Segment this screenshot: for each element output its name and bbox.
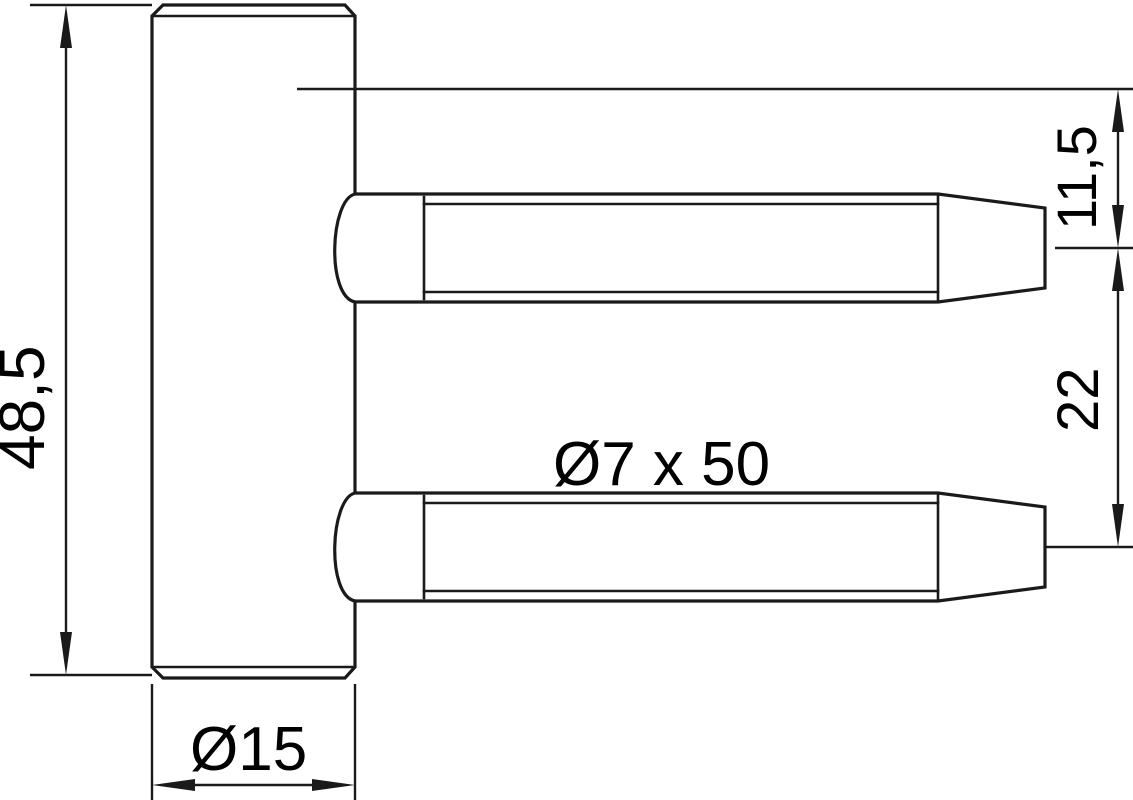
body-outline bbox=[150, 3, 357, 680]
dim-arrow-48-5-top bbox=[60, 5, 72, 48]
part-outline-group bbox=[150, 3, 1047, 680]
dim-arrow-22-top bbox=[1112, 248, 1124, 291]
dim-arrow-d15-right bbox=[312, 779, 355, 791]
callout-pin-size: Ø7 x 50 bbox=[553, 430, 770, 499]
dim-arrow-48-5-bottom bbox=[60, 632, 72, 675]
dim-arrow-d15-left bbox=[152, 779, 195, 791]
extension-lines-group bbox=[30, 3, 1133, 800]
dimension-body-diameter: Ø15 bbox=[152, 715, 355, 791]
lower-pin-group bbox=[333, 491, 1047, 603]
upper-pin-group bbox=[333, 192, 1047, 304]
lower-pin-outline bbox=[333, 491, 1047, 603]
dimension-pin-spacing-lower: 22 bbox=[1046, 248, 1124, 547]
callout-label-d7x50: Ø7 x 50 bbox=[553, 430, 770, 499]
upper-pin-outline bbox=[333, 192, 1047, 304]
dimension-overall-height: 48,5 bbox=[0, 5, 72, 675]
dimension-pin-spacing-upper: 11,5 bbox=[1045, 89, 1124, 248]
dim-label-11-5: 11,5 bbox=[1045, 125, 1108, 230]
dim-label-d15: Ø15 bbox=[190, 715, 307, 784]
dim-arrow-11-5-bottom bbox=[1112, 205, 1124, 248]
dim-label-48-5: 48,5 bbox=[0, 345, 58, 470]
dim-arrow-11-5-top bbox=[1112, 89, 1124, 132]
dim-arrow-22-bottom bbox=[1112, 504, 1124, 547]
dim-label-22: 22 bbox=[1046, 367, 1111, 432]
